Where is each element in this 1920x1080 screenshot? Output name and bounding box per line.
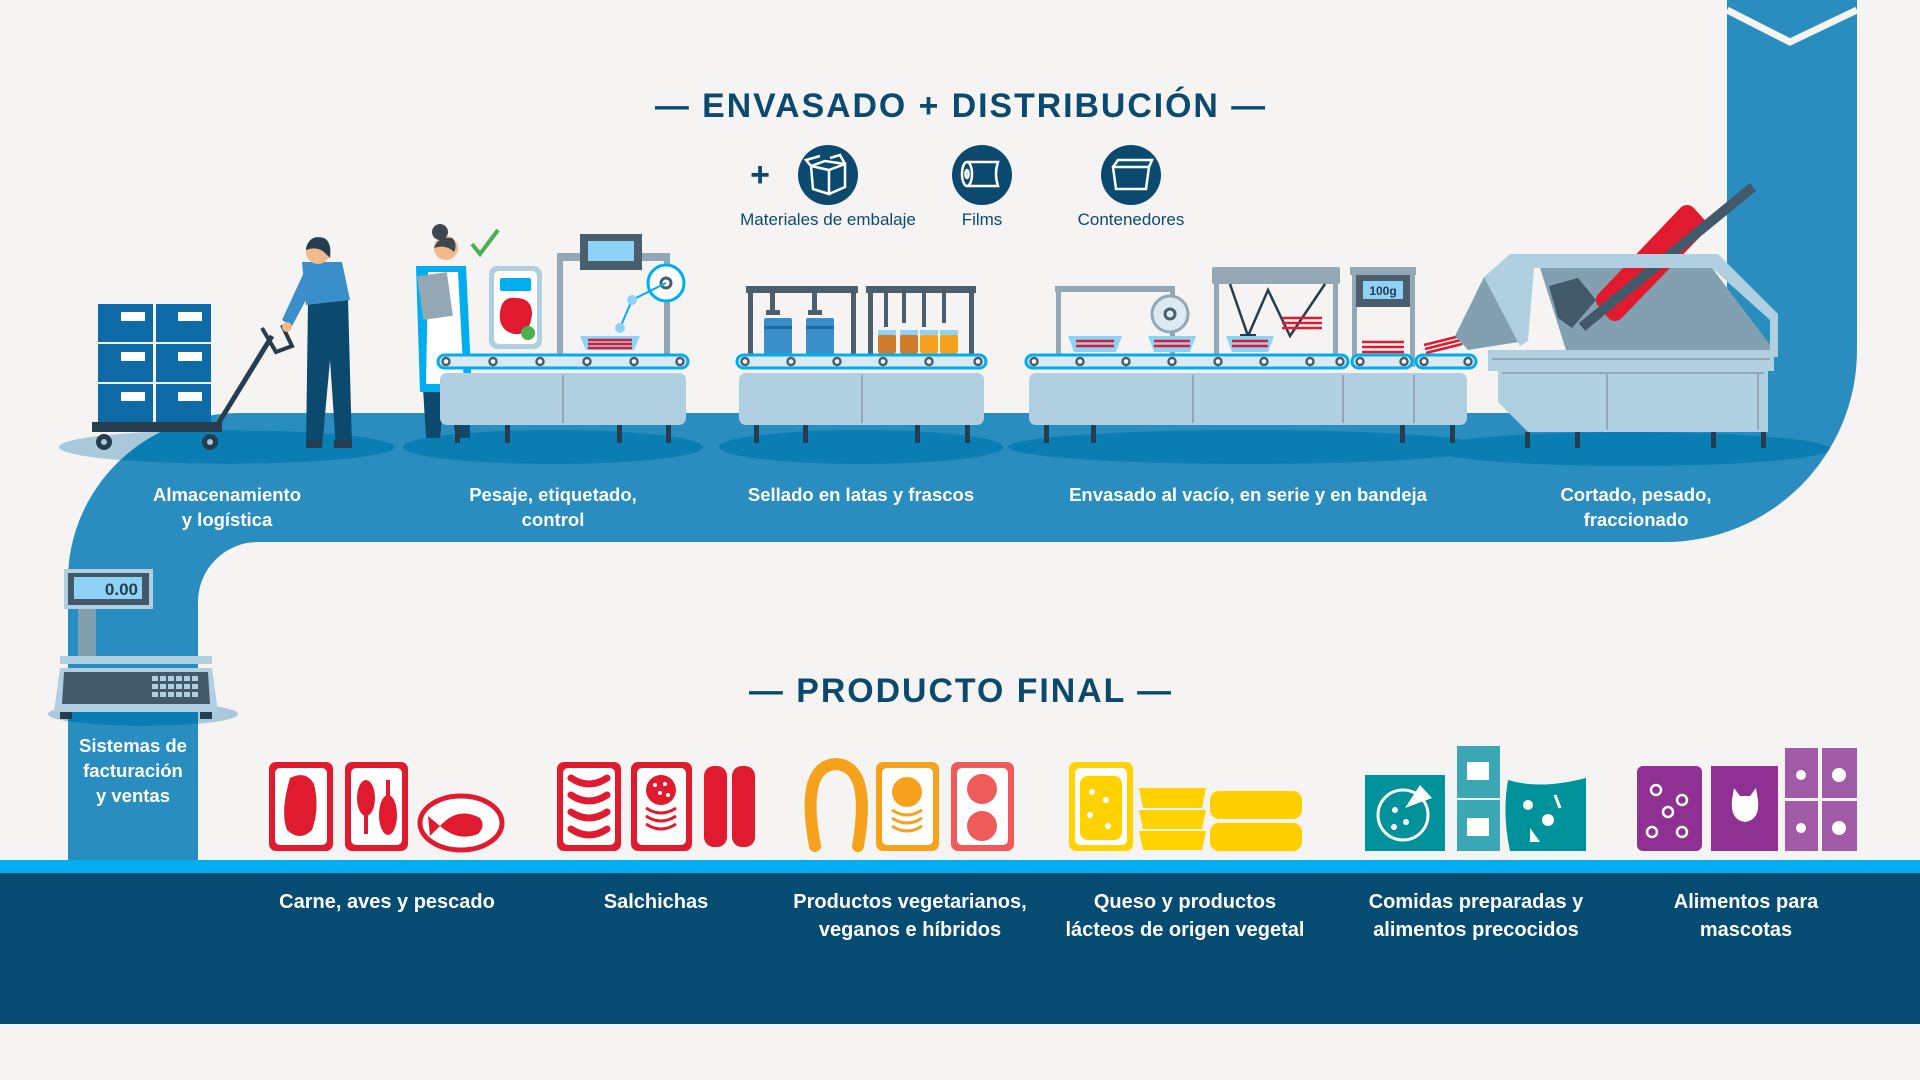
slicer-illustration: [1455, 183, 1778, 448]
conveyor-belt: [436, 353, 690, 370]
snack-bag-icon: [1505, 778, 1586, 851]
cheese-pack-icon: [1069, 762, 1133, 851]
container-icon: [1111, 158, 1154, 191]
jars-icon: [878, 330, 958, 354]
pallet-cart-icon: [92, 324, 295, 450]
pet-food-cans-icon: [1785, 748, 1857, 851]
product-label-vegetarian: Productos vegetarianos,veganos e híbrido…: [793, 891, 1026, 941]
scale-display: 0.00: [105, 580, 138, 599]
bottom-accent-line: [0, 860, 1920, 873]
weigher-display: 100g: [1369, 284, 1396, 298]
product-label-sausages: Salchichas: [604, 891, 709, 913]
section-title-packaging: — ENVASADO + DISTRIBUCIÓN —: [655, 87, 1267, 125]
trays: [1068, 316, 1463, 355]
pet-food-bag-icon: [1637, 766, 1702, 851]
veggie-slices-pack-icon: [951, 762, 1014, 851]
sausage-icons: [557, 762, 755, 851]
conveyor-belt: [1024, 353, 1478, 370]
retail-scale-illustration: 0.00: [54, 569, 218, 719]
material-label: Contenedores: [1078, 210, 1185, 229]
cans-icon: [764, 318, 834, 354]
stage-label-weighing: Pesaje, etiquetado,control: [469, 484, 637, 530]
cat-food-box-icon: [1711, 766, 1778, 851]
label-card-icon: [489, 266, 542, 349]
salami-pack-icon: [631, 762, 692, 851]
worker-icon: [282, 237, 352, 448]
drumstick-icon: [345, 762, 408, 851]
pet-food-icons: [1637, 748, 1857, 851]
ring-sausage-icon: [804, 757, 868, 852]
meat-icon: [269, 762, 333, 851]
sausage-pack-icon: [557, 762, 621, 851]
stage-label-slicing: Cortado, pesado,fraccionado: [1560, 484, 1711, 530]
fish-icon: [417, 793, 505, 853]
cheese-blocks-icon: [1210, 791, 1302, 851]
bottom-band: [0, 873, 1920, 1024]
plus-sign: +: [750, 156, 772, 194]
conveyor-belt: [735, 353, 988, 370]
canned-food-icon: [1457, 746, 1500, 851]
stage-label-vacuum: Envasado al vacío, en serie y en bandeja: [1069, 484, 1428, 505]
box-icon: [803, 153, 847, 196]
boxes-stack-icon: [98, 304, 211, 422]
prepared-meals-icons: [1365, 746, 1586, 851]
product-label-meat: Carne, aves y pescado: [279, 891, 495, 913]
material-label: Films: [962, 210, 1003, 229]
material-label: Materiales de embalaje: [740, 210, 916, 229]
sealing-illustration: [735, 286, 988, 443]
film-roll-icon: [960, 160, 1000, 188]
hanging-sausages-icon: [704, 766, 755, 847]
stage-label-sealing: Sellado en latas y frascos: [748, 484, 974, 505]
check-mark-icon: [470, 228, 500, 258]
storage-illustration: [92, 237, 352, 450]
material-films: Films: [952, 145, 1012, 229]
section-title-final-product: — PRODUCTO FINAL —: [749, 672, 1173, 710]
vacuum-packing-illustration: 100g: [1024, 267, 1478, 443]
dairy-tubs-icon: [1139, 788, 1206, 850]
meat-poultry-fish-icons: [269, 762, 505, 853]
pizza-box-icon: [1365, 775, 1445, 851]
vegetarian-icons: [804, 757, 1014, 852]
process-flow-pipe: [68, 0, 1857, 860]
veggie-patty-pack-icon: [876, 762, 939, 851]
material-packaging: Materiales de embalaje: [740, 145, 916, 229]
chevron-down-icon: [1725, 6, 1859, 46]
weighing-labelling-illustration: [416, 224, 690, 443]
dairy-alternative-icons: [1069, 762, 1302, 851]
material-containers: Contenedores: [1078, 145, 1185, 229]
